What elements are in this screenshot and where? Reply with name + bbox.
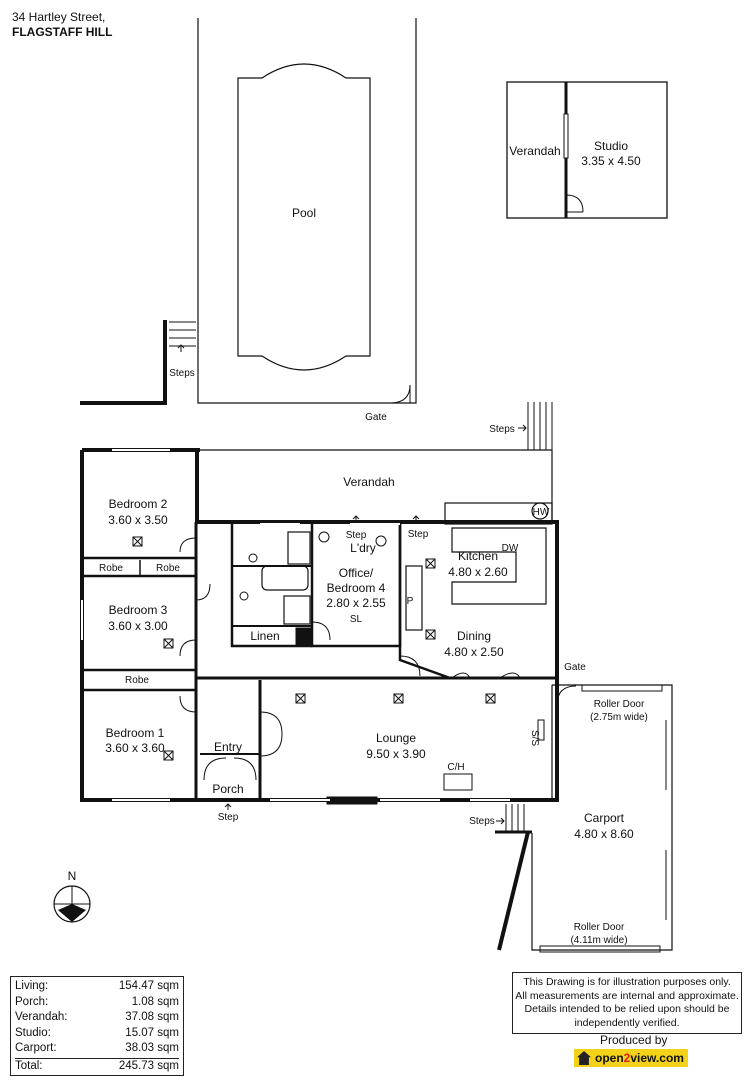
steps-right-label: Steps <box>489 424 515 435</box>
roller-door-top-size: (2.75m wide) <box>590 712 648 723</box>
house-icon <box>577 1051 591 1065</box>
brand-suffix: view.com <box>630 1051 684 1065</box>
dishwasher-label: DW <box>502 543 519 554</box>
pantry-label: P <box>407 596 414 607</box>
slow-combustion-label: S/S <box>529 730 540 746</box>
skylight-label: SL <box>350 614 363 625</box>
pool-label: Pool <box>292 206 316 220</box>
address-suburb: FLAGSTAFF HILL <box>12 25 113 39</box>
area-row: Porch:1.08 sqm <box>15 995 179 1008</box>
laundry-label: L'dry <box>350 541 376 555</box>
roller-door-bottom-label: Roller Door <box>574 922 625 933</box>
robe-a-label: Robe <box>99 563 123 574</box>
area-total-row: Total:245.73 sqm <box>15 1057 179 1075</box>
studio-label: Studio <box>594 139 628 153</box>
porch-label: Porch <box>212 782 243 796</box>
bedroom2-size: 3.60 x 3.50 <box>108 513 168 527</box>
lounge-label: Lounge <box>376 731 416 745</box>
dining-size: 4.80 x 2.50 <box>444 645 504 659</box>
step-porch-label: Step <box>218 812 239 823</box>
steps-lounge-label: Steps <box>469 816 495 827</box>
studio-verandah-label: Verandah <box>509 144 560 158</box>
area-row: Verandah:37.08 sqm <box>15 1011 179 1023</box>
bedroom1-size: 3.60 x 3.60 <box>105 741 165 755</box>
central-heating-label: C/H <box>447 762 464 773</box>
office-size: 2.80 x 2.55 <box>326 596 386 610</box>
step-kitchen-label: Step <box>408 529 429 540</box>
office-label-line1: Office/ <box>339 566 374 580</box>
bedroom3-size: 3.60 x 3.00 <box>108 619 168 633</box>
bedroom2-label: Bedroom 2 <box>109 497 168 511</box>
entry-label: Entry <box>214 740 242 754</box>
carport-label: Carport <box>584 811 625 825</box>
kitchen-label: Kitchen <box>458 549 498 563</box>
pool-outline <box>237 63 371 371</box>
north-arrow-icon: N <box>53 869 91 923</box>
verandah-label: Verandah <box>343 475 394 489</box>
area-row: Living:154.47 sqm <box>15 980 179 992</box>
bedroom1-label: Bedroom 1 <box>106 726 165 740</box>
bedroom3-label: Bedroom 3 <box>109 603 168 617</box>
area-row: Carport:38.03 sqm <box>15 1042 179 1054</box>
studio-size: 3.35 x 4.50 <box>581 154 641 168</box>
linen-label: Linen <box>250 629 279 643</box>
roller-door-top-label: Roller Door <box>594 699 645 710</box>
dining-label: Dining <box>457 629 491 643</box>
robe-b-label: Robe <box>156 563 180 574</box>
area-table: Living:154.47 sqm Porch:1.08 sqm Veranda… <box>10 976 184 1076</box>
step-ldry-label: Step <box>346 530 367 541</box>
kitchen-size: 4.80 x 2.60 <box>448 565 508 579</box>
brand-prefix: open <box>595 1051 624 1065</box>
produced-by: Produced by <box>600 1033 668 1047</box>
carport-size: 4.80 x 8.60 <box>574 827 634 841</box>
office-label-line2: Bedroom 4 <box>327 581 386 595</box>
steps-left-label: Steps <box>169 368 195 379</box>
address-street: 34 Hartley Street, <box>12 10 106 24</box>
area-row: Studio:15.07 sqm <box>15 1026 179 1039</box>
gate-top-label: Gate <box>365 412 387 423</box>
gate-right-label: Gate <box>564 662 586 673</box>
address: 34 Hartley Street, FLAGSTAFF HILL <box>12 10 112 40</box>
north-label: N <box>68 869 77 883</box>
lounge-size: 9.50 x 3.90 <box>366 747 426 761</box>
robe-c-label: Robe <box>125 675 149 686</box>
brand-accent: 2 <box>623 1051 631 1065</box>
roller-door-bottom-size: (4.11m wide) <box>570 935 627 946</box>
disclaimer: This Drawing is for illustration purpose… <box>512 972 742 1034</box>
hw-label: HW <box>533 507 550 518</box>
